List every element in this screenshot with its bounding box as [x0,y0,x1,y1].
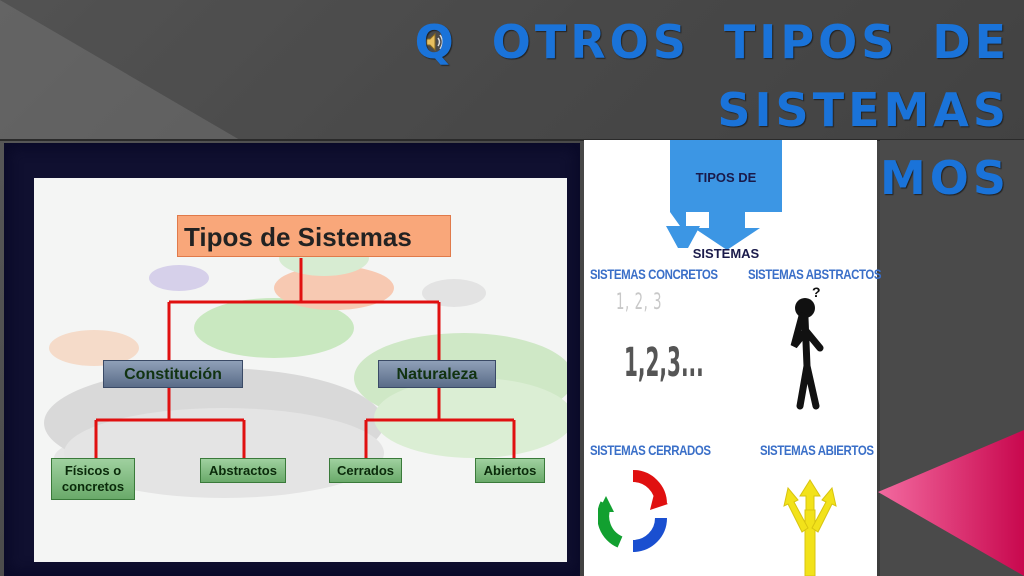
numbers-big: 1,2,3... [624,340,704,386]
speaker-icon[interactable] [422,30,446,54]
pink-accent-shape [878,430,1024,576]
label-concretos: SISTEMAS CONCRETOS [590,266,718,282]
category-naturaleza: Naturaleza [378,360,496,388]
cycle-arrows-icon [598,470,668,552]
leaf-abiertos: Abiertos [475,458,545,483]
diagram-root-box: Tipos de Sistemas [177,215,451,257]
leaf-abstractos: Abstractos [200,458,286,483]
category-constitucion: Constitución [103,360,243,388]
infographic-graphics [666,210,782,250]
question-mark: ? [812,284,821,300]
thinking-person-icon [790,298,824,410]
trident-arrows-icon [783,479,837,576]
infographic-header: TIPOS DE SISTEMAS [670,140,782,261]
leaf-cerrados: Cerrados [329,458,402,483]
leaf-fisicos: Físicos o concretos [51,458,135,500]
numbers-small: 1, 2, 3 [616,290,663,315]
label-abstractos: SISTEMAS ABSTRACTOS [748,266,882,282]
label-abiertos: SISTEMAS ABIERTOS [760,442,874,458]
label-cerrados: SISTEMAS CERRADOS [590,442,711,458]
